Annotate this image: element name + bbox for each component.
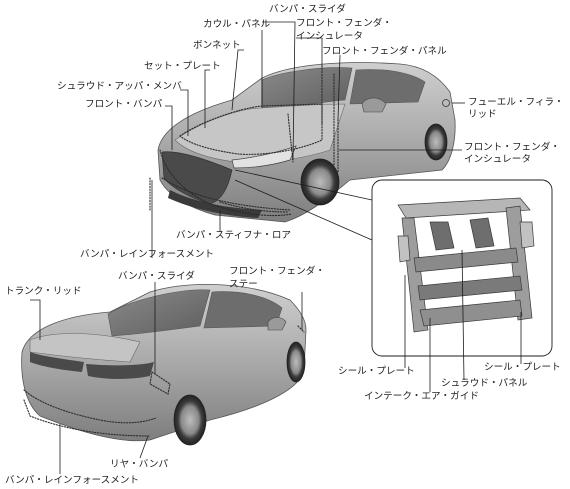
leader-lines [30, 21, 465, 474]
rear-car-rear-wheel [173, 394, 207, 446]
detail-callout-lines [404, 249, 522, 392]
rear-car-trunk-lid [29, 333, 141, 363]
rear-car-front-wheel [286, 341, 306, 383]
front-car-front-wheel [300, 158, 340, 206]
label-shroud-upper-member: シュラウド・アッパ・メンバ [57, 81, 182, 92]
label-fuel-filler-lid-line2: リッド [468, 109, 497, 120]
label-front-bumper: フロント・バンパ [85, 99, 163, 110]
bumper-stiffener-lower-dotted-outline [219, 201, 289, 213]
label-set-plate: セット・プレート [144, 61, 221, 72]
front-fender-stay-dotted-outline [297, 325, 305, 333]
label-bumper-reinforcement-rear: バンパ・レインフォースメント [5, 475, 140, 486]
label-fuel-filler-lid-line1: フューエル・フィラ・ [468, 97, 564, 108]
front-car-hood [174, 103, 346, 163]
rear-bumper-slider-dotted-outline [149, 371, 171, 395]
label-bumper-stiffener-lower: バンパ・スティフナ・ロア [176, 230, 292, 241]
label-front-fender-insulator-right-line1: フロント・フェンダ・ [464, 142, 560, 153]
front-car-rear-wheel [424, 123, 448, 161]
label-seal-plate-left: シール・プレート [338, 366, 415, 377]
rear-car-illustration [21, 284, 307, 446]
label-rear-bumper: リヤ・バンパ [110, 459, 169, 470]
label-trunk-lid: トランク・リッド [5, 286, 82, 297]
label-bumper-slider-front: バンパ・スライダ [269, 4, 346, 15]
label-front-fender-insulator-top-line2: インシュレータ [296, 31, 363, 42]
radiator-support-detail [234, 169, 553, 392]
label-front-fender-panel: フロント・フェンダ・パネル [322, 46, 447, 57]
label-front-fender-insulator-right-line2: インシュレータ [464, 154, 531, 165]
bumper-slider-dotted-outline [287, 113, 294, 163]
label-bumper-slider-rear: バンパ・スライダ [118, 271, 195, 282]
front-bumper-dotted-outline [159, 149, 293, 217]
label-seal-plate-right: シール・プレート [484, 362, 561, 373]
bumper-reinforcement-rear-dotted-outline [23, 399, 151, 437]
front-car-illustration [149, 62, 456, 223]
label-front-fender-stay-line1: フロント・フェンダ・ [229, 266, 325, 277]
label-bumper-reinforcement-front: バンパ・レインフォースメント [80, 249, 215, 260]
front-car-grille [161, 151, 233, 205]
label-front-fender-stay-line2: ステー [229, 279, 258, 290]
label-front-fender-insulator-top-line1: フロント・フェンダ・ [296, 18, 392, 29]
rear-bumper-dotted-outline [23, 389, 157, 424]
label-intake-air-guide: インテーク・エア・ガイド [364, 391, 479, 402]
bonnet-dotted-outline [179, 103, 323, 155]
label-bonnet: ボンネット [193, 40, 241, 51]
label-shroud-panel: シュラウド・パネル [441, 378, 528, 389]
fuel-filler-lid-mark [442, 99, 450, 107]
label-cowl-panel: カウル・パネル [203, 19, 271, 30]
